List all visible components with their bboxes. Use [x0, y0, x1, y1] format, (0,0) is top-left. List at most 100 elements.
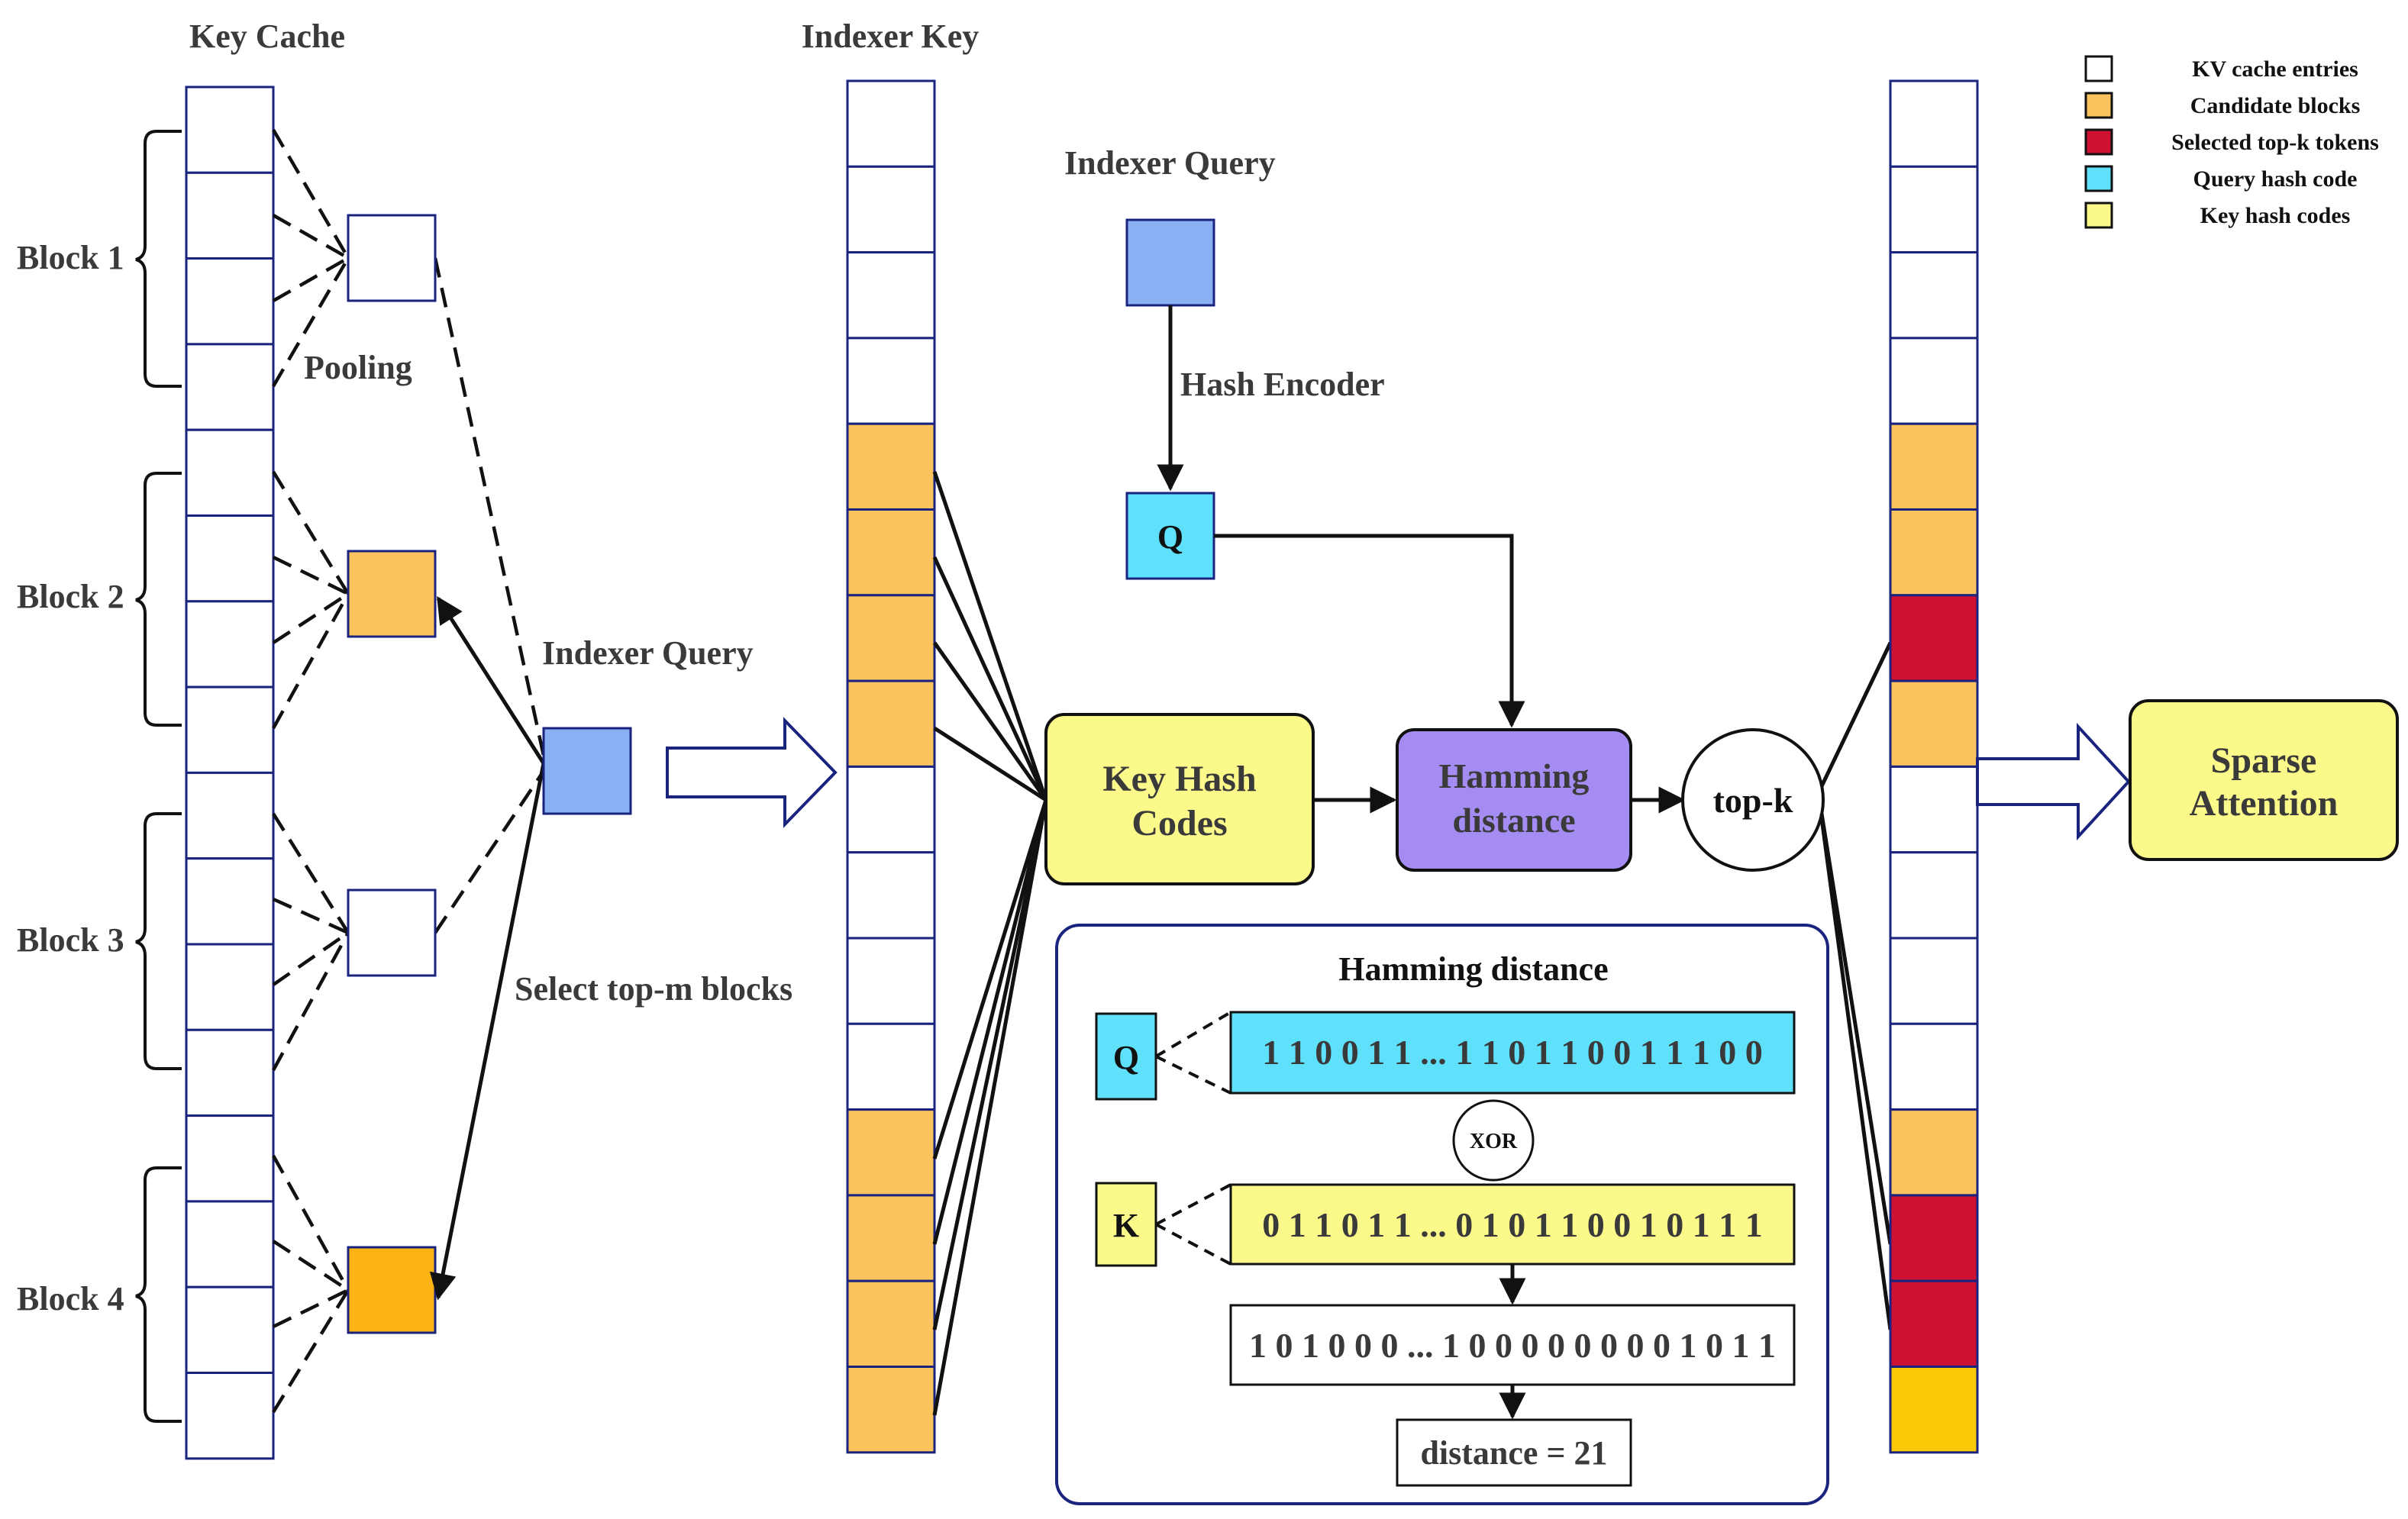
key-cache-column [185, 85, 275, 1460]
key-cache-cell [185, 685, 275, 774]
output-cell [1889, 508, 1979, 597]
selection-arrows [429, 596, 546, 1301]
pooled-block-1 [347, 214, 437, 302]
detail-q-tag [1095, 1012, 1157, 1101]
output-cell [1889, 251, 1979, 340]
output-cell [1889, 422, 1979, 511]
indexer-key-cell [846, 679, 936, 768]
indexer-key-cell [846, 594, 936, 682]
xor-label: XOR [1470, 1130, 1518, 1153]
legend-label: KV cache entries [2192, 56, 2358, 82]
key-cache-cell [185, 771, 275, 860]
indexer-key-title: Indexer Key [802, 18, 980, 55]
indexer-key-cell [846, 251, 936, 340]
pooled-block-2 [347, 550, 437, 638]
detail-q-dashes [1154, 1011, 1232, 1095]
sparse-attention-box [2129, 699, 2399, 861]
legend-swatch [2084, 202, 2113, 229]
key-cache-cell [185, 428, 275, 518]
key-cache-cell [185, 514, 275, 603]
select-top-m-label: Select top-m blocks [515, 970, 792, 1008]
block-1-label: Block 1 [17, 239, 124, 276]
legend-label: Key hash codes [2200, 203, 2351, 228]
output-cell [1889, 765, 1979, 854]
hamming-detail-title: Hamming distance [1338, 950, 1608, 988]
indexer-key-cell [846, 1022, 936, 1111]
block-braces [135, 130, 182, 1423]
key-cache-cell [185, 943, 275, 1031]
topk-node [1681, 728, 1825, 872]
output-cell [1889, 79, 1979, 168]
xor-bits-bar [1229, 1304, 1796, 1386]
key-cache-cell [185, 1028, 275, 1117]
pooled-block-4 [347, 1246, 437, 1334]
output-cell [1889, 594, 1979, 682]
indexer-query-label: Indexer Query [542, 634, 754, 672]
sparse-attention-label-1: Sparse [2211, 740, 2317, 781]
k-bits-text: 0 1 1 0 1 1 ... 0 1 0 1 1 0 0 1 0 1 1 1 [1262, 1205, 1763, 1244]
key-hash-codes-label-2: Codes [1131, 803, 1227, 843]
block-2-label: Block 2 [17, 578, 124, 615]
output-column [1889, 79, 1979, 1454]
legend-label: Candidate blocks [2190, 93, 2361, 118]
key-hash-codes-box [1044, 713, 1315, 885]
pooling-label: Pooling [304, 349, 412, 386]
block-2-brace [135, 472, 182, 727]
output-cell [1889, 1108, 1979, 1197]
pooling-dashes [272, 128, 546, 1414]
indexer-key-cell [846, 79, 936, 168]
q-to-hamming-arrow [1214, 534, 1525, 728]
key-cache-cell [185, 1200, 275, 1288]
output-cell [1889, 679, 1979, 768]
output-cell [1889, 937, 1979, 1025]
output-cell [1889, 337, 1979, 425]
legend-swatch [2084, 128, 2113, 156]
block-4-brace [135, 1166, 182, 1423]
indexer-query-box [542, 727, 632, 815]
block-1-brace [135, 130, 182, 388]
indexer-key-cell [846, 1194, 936, 1282]
block-3-brace [135, 812, 182, 1070]
indexer-key-cell [846, 765, 936, 854]
legend-swatch [2084, 165, 2113, 192]
indexer-key-cell [846, 508, 936, 597]
block-4-label: Block 4 [17, 1280, 124, 1317]
key-cache-title: Key Cache [189, 18, 345, 55]
q-bits-bar [1229, 1011, 1796, 1095]
indexer-key-cell [846, 1279, 936, 1368]
query-path-indexer-query-box [1125, 218, 1215, 307]
legend-label: Query hash code [2193, 166, 2357, 192]
key-cache-cell [185, 343, 275, 431]
indexer-key-cell [846, 937, 936, 1025]
key-cache-cell [185, 85, 275, 174]
legend-label: Selected top-k tokens [2171, 130, 2379, 155]
indexer-key-column [846, 79, 936, 1454]
output-cell [1889, 1022, 1979, 1111]
key-cache-cell [185, 171, 275, 260]
q-bits-text: 1 1 0 0 1 1 ... 1 1 0 1 1 0 0 1 1 1 0 0 [1262, 1033, 1763, 1072]
indexer-key-cell [846, 1366, 936, 1454]
indexer-key-cell [846, 851, 936, 940]
flow-arrow-1 [666, 717, 838, 828]
hamming-distance-label-1: Hamming [1439, 756, 1590, 795]
indexer-key-cell [846, 337, 936, 425]
key-cache-cell [185, 1114, 275, 1203]
pooled-block-3 [347, 889, 437, 977]
sparse-attention-label-2: Attention [2190, 783, 2339, 824]
block-3-label: Block 3 [17, 921, 124, 959]
hamming-distance-box [1396, 728, 1632, 872]
detail-k-dashes [1155, 1183, 1231, 1266]
key-cache-cell [185, 1285, 275, 1374]
key-cache-cell [185, 600, 275, 689]
q-hash-label: Q [1157, 518, 1183, 556]
distance-text: distance = 21 [1420, 1434, 1607, 1472]
topk-label: top-k [1713, 781, 1793, 820]
indexer-key-cell [846, 422, 936, 511]
xor-node [1452, 1099, 1535, 1182]
xor-bits-text: 1 0 1 0 0 0 ... 1 0 0 0 0 0 0 0 0 1 0 1 … [1249, 1326, 1776, 1365]
fan-in-lines [932, 471, 1048, 1416]
flow-arrow-2 [1976, 722, 2131, 841]
output-cell [1889, 1366, 1979, 1454]
output-cell [1889, 165, 1979, 254]
output-cell [1889, 1194, 1979, 1282]
